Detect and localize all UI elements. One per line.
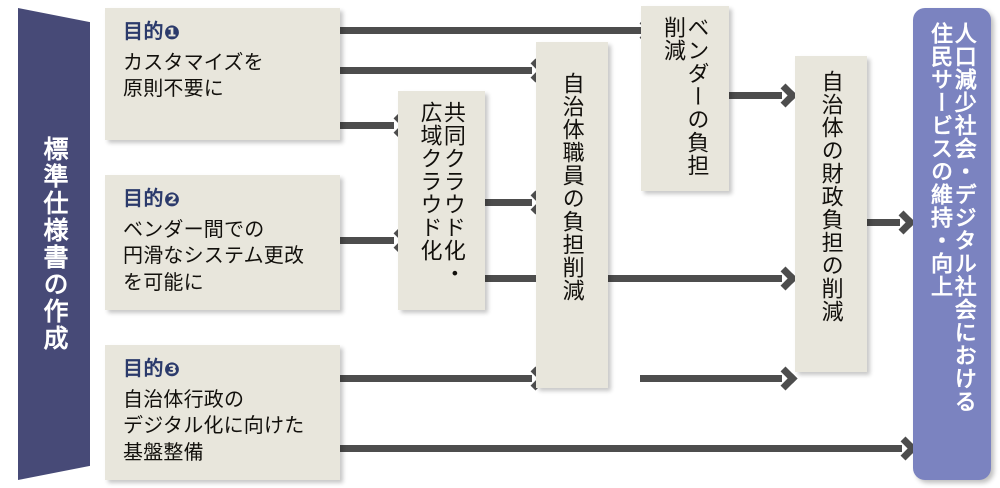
arrow-head — [773, 365, 798, 391]
arrow-shaft — [340, 444, 902, 452]
goal-col-left: 住民サービスの維持・向上 — [928, 22, 953, 298]
purpose-3-body: 自治体行政の デジタル化に向けた 基盤整備 — [123, 388, 305, 464]
purpose-1-number-icon: ❶ — [164, 23, 181, 44]
effect-box-fiscal-burden[interactable]: 自治体の財政負担の削減 — [795, 56, 867, 372]
purpose-2-body: ベンダー間での 円滑なシステム更改 を可能に — [123, 218, 305, 294]
purpose-3-heading: 目的❸ — [123, 357, 340, 383]
arrow-shaft — [485, 198, 532, 206]
arrow-purpose3-to-staff — [340, 365, 548, 391]
effect-cloud-col-right: 共同クラウド化・ — [440, 101, 466, 285]
arrow-purpose1-to-cloud — [340, 112, 411, 138]
arrow-shaft — [340, 236, 394, 244]
arrow-staff-to-fiscal — [640, 365, 798, 391]
purpose-2-heading: 目的❷ — [123, 187, 340, 213]
purpose-2-head-label: 目的 — [123, 188, 164, 210]
effect-vendor-col-left: 削減 — [661, 16, 686, 62]
effect-staff-col-right: 自治体職員の負担削減 — [559, 72, 585, 302]
arrow-shaft — [340, 66, 532, 74]
arrow-shaft — [340, 121, 394, 129]
effect-box-staff-burden[interactable]: 自治体職員の負担削減 — [536, 42, 608, 388]
standard-spec-banner: 標準仕様書の作成 — [18, 8, 90, 480]
arrow-shaft — [608, 26, 641, 34]
effect-vendor-col-right: ベンダーの負担 — [684, 16, 710, 177]
arrow-purpose2-to-cloud — [340, 227, 411, 253]
arrow-fiscal-to-goal — [855, 209, 916, 235]
arrow-purpose1-to-staff — [340, 57, 548, 83]
goal-col-right: 人口減少社会・デジタル社会における — [951, 22, 977, 413]
purpose-1-body: カスタマイズを 原則不要に — [123, 51, 264, 101]
arrow-vendor-to-fiscal — [729, 82, 798, 108]
arrow-shaft — [340, 26, 642, 34]
effect-box-cloud[interactable]: 共同クラウド化・ 広域クラウド化 — [398, 91, 485, 310]
purpose-3-head-label: 目的 — [123, 358, 164, 380]
arrow-head — [773, 265, 798, 291]
arrow-purpose3-to-goal — [340, 435, 918, 461]
arrow-cloud-to-fiscal — [485, 265, 798, 291]
purpose-box-1[interactable]: 目的❶ カスタマイズを 原則不要に — [105, 8, 340, 140]
purpose-1-head-label: 目的 — [123, 21, 164, 43]
effect-fiscal-col-right: 自治体の財政負担の削減 — [818, 70, 844, 323]
arrow-shaft — [640, 374, 782, 382]
arrow-purpose1-to-vendor-shaft — [340, 18, 642, 42]
purpose-2-number-icon: ❷ — [164, 190, 181, 211]
arrow-shaft — [729, 91, 782, 99]
purpose-3-number-icon: ❸ — [164, 360, 181, 381]
purpose-box-3[interactable]: 目的❸ 自治体行政の デジタル化に向けた 基盤整備 — [105, 345, 340, 480]
arrow-shaft — [485, 274, 782, 282]
purpose-box-2[interactable]: 目的❷ ベンダー間での 円滑なシステム更改 を可能に — [105, 175, 340, 310]
effect-cloud-col-left: 広域クラウド化 — [417, 101, 443, 262]
arrow-staff-to-vendor — [608, 17, 657, 43]
effect-box-vendor-burden[interactable]: ベンダーの負担 削減 — [641, 6, 729, 191]
goal-box[interactable]: 人口減少社会・デジタル社会における 住民サービスの維持・向上 — [913, 8, 991, 480]
arrow-shaft — [855, 218, 900, 226]
arrow-shaft — [340, 374, 532, 382]
arrow-cloud-to-staff — [485, 189, 548, 215]
banner-label: 標準仕様書の作成 — [40, 136, 68, 352]
arrow-head — [773, 82, 798, 108]
arrow-head — [891, 209, 916, 235]
purpose-1-heading: 目的❶ — [123, 20, 340, 46]
